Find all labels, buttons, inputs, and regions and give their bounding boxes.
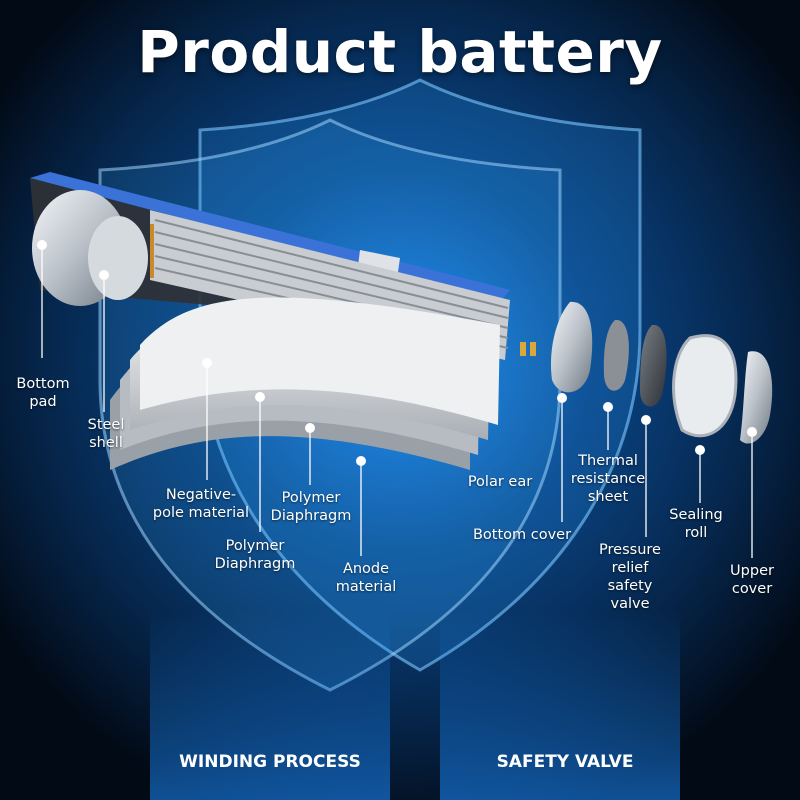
upper-cover-shape — [740, 351, 773, 444]
label-anode-material: Anode material — [335, 561, 397, 595]
pillar-left — [150, 610, 390, 800]
page-title: Product battery — [137, 18, 663, 86]
banner-safety-valve: SAFETY VALVE — [496, 752, 634, 772]
label-upper-cover: Upper cover — [730, 563, 774, 597]
label-bottom-cover: Bottom cover — [472, 527, 572, 543]
pressure-valve-shape — [640, 324, 667, 407]
label-negative-pole-material: Negative- pole material — [152, 487, 250, 521]
pillar-right — [440, 610, 680, 800]
bottom-cover-shape — [550, 301, 593, 393]
sealing-roll-shape — [672, 334, 738, 438]
leader-lines — [41, 245, 753, 558]
label-thermal-resistance-sheet: Thermal resistance sheet — [570, 453, 646, 505]
label-polymer-diaphragm-upper: Polymer Diaphragm — [270, 490, 352, 524]
leader-dots — [37, 240, 757, 466]
label-polymer-diaphragm-lower: Polymer Diaphragm — [214, 538, 296, 572]
label-bottom-pad: Bottom pad — [16, 376, 70, 410]
polar-ear-shape — [520, 342, 536, 356]
unrolled-sheets — [110, 297, 500, 470]
label-pressure-relief-safety-valve: Pressure relief safety valve — [599, 542, 661, 612]
thermal-sheet-shape — [603, 319, 629, 391]
steel-shell-shape — [88, 216, 148, 300]
banner-winding-process: WINDING PROCESS — [179, 752, 361, 772]
label-steel-shell: Steel shell — [87, 417, 125, 451]
label-sealing-roll: Sealing roll — [669, 507, 723, 541]
label-polar-ear: Polar ear — [467, 474, 533, 490]
